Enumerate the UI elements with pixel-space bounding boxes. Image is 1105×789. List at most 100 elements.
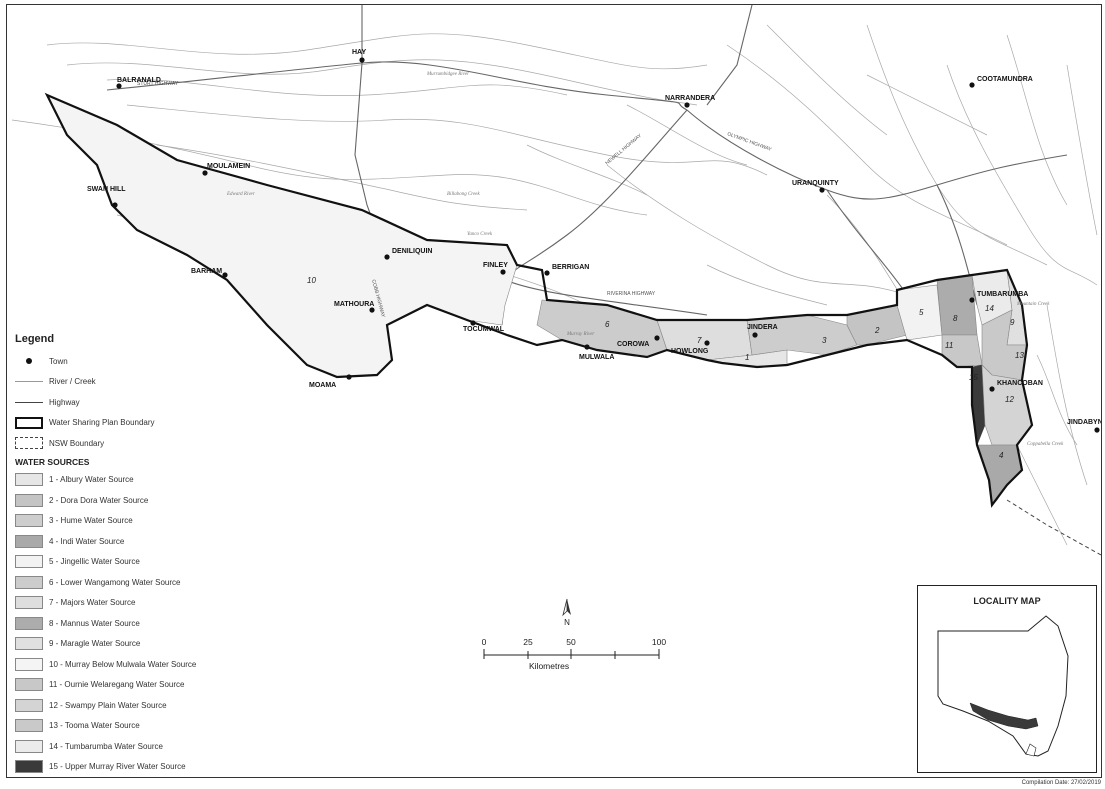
legend-water-source: 4 - Indi Water Source	[15, 531, 245, 552]
town-label: TOCUMWAL	[463, 326, 505, 333]
legend-label: River / Creek	[49, 377, 96, 387]
zone-number: 5	[919, 308, 924, 317]
town-label: KHANCOBAN	[997, 380, 1043, 387]
swatch-icon	[15, 534, 43, 548]
dashed-box-icon	[15, 437, 43, 450]
legend-label: 8 - Mannus Water Source	[49, 618, 140, 628]
zone-8-mannus	[936, 274, 978, 336]
highway-label: STURT HIGHWAY	[137, 81, 179, 87]
legend-water-source: 11 - Ournie Welaregang Water Source	[15, 675, 245, 696]
legend-water-source: 1 - Albury Water Source	[15, 470, 245, 491]
nsw-outline	[937, 615, 1069, 757]
town-dot	[369, 307, 375, 313]
legend-label: 10 - Murray Below Mulwala Water Source	[49, 659, 197, 669]
town-dot	[969, 297, 975, 303]
town-label: HOWLONG	[671, 348, 709, 355]
scale-bar-graphic	[483, 649, 660, 659]
legend-water-source: 14 - Tumbarumba Water Source	[15, 736, 245, 757]
river-label: Coppabella Creek	[1027, 442, 1064, 447]
zone-number: 10	[307, 276, 316, 285]
water-sources-list: 1 - Albury Water Source 2 - Dora Dora Wat…	[15, 470, 245, 778]
legend-title: Legend	[15, 333, 55, 345]
zone-number: 6	[605, 320, 610, 329]
town-label: URANQUINTY	[792, 180, 839, 187]
legend-item-town: Town	[15, 351, 245, 372]
river-label: Mountain Creek	[1016, 302, 1050, 307]
town-label: COROWA	[617, 341, 649, 348]
swatch-icon	[15, 596, 43, 610]
legend-label: Town	[49, 356, 68, 366]
highway-label: NEWELL HIGHWAY	[604, 133, 643, 167]
town-dot-icon	[26, 358, 32, 365]
zone-2-dora-dora	[846, 304, 908, 346]
town-label: BARHAM	[191, 268, 222, 275]
town-dot	[384, 254, 390, 260]
town-dot	[359, 57, 365, 63]
river-line-icon	[15, 381, 43, 383]
scale-tick-label: 50	[566, 637, 576, 647]
legend-item-highway: Highway	[15, 392, 245, 413]
town-label: SWAN HILL	[87, 186, 126, 193]
map-canvas: STURT HIGHWAY COBB HIGHWAY NEWELL HIGHWA…	[11, 5, 1101, 556]
legend: Legend Town River / Creek Highway Water …	[15, 333, 245, 777]
swatch-icon	[15, 473, 43, 487]
legend-water-source: 15 - Upper Murray River Water Source	[15, 757, 245, 778]
compilation-date: Compilation Date: 27/02/2019	[1021, 780, 1101, 786]
legend-water-source: 8 - Mannus Water Source	[15, 613, 245, 634]
legend-water-source: 2 - Dora Dora Water Source	[15, 490, 245, 511]
river-label: Edward River	[226, 192, 255, 197]
zone-number: 11	[945, 341, 953, 350]
town-dot	[684, 102, 690, 108]
legend-label: 1 - Albury Water Source	[49, 475, 134, 485]
river-label: Billabong Creek	[447, 192, 481, 197]
highway-line-icon	[15, 401, 43, 403]
swatch-icon	[15, 739, 43, 753]
zone-number: 2	[874, 326, 880, 335]
river-labels: Murrumbidgee River Edward River Billabon…	[226, 72, 1064, 447]
zone-number: 8	[953, 314, 958, 323]
river-label: Murray River	[566, 332, 594, 337]
town-dot	[1094, 427, 1100, 433]
town-label: MULWALA	[579, 354, 614, 361]
swatch-icon	[15, 493, 43, 507]
zone-number: 3	[822, 336, 827, 345]
town-dot	[819, 187, 825, 193]
swatch-icon	[15, 760, 43, 774]
swatch-icon	[15, 657, 43, 671]
water-sources-title: WATER SOURCES	[15, 456, 90, 467]
swatch-icon	[15, 719, 43, 733]
legend-label: 2 - Dora Dora Water Source	[49, 495, 149, 505]
town-dot	[222, 272, 228, 278]
legend-water-source: 13 - Tooma Water Source	[15, 716, 245, 737]
legend-label: 7 - Majors Water Source	[49, 598, 136, 608]
town-markers: BALRANALDHAYNARRANDERACOOTAMUNDRAMOULAME…	[87, 49, 1101, 433]
swatch-icon	[15, 637, 43, 651]
scale-bar: 0 25 50 100 Kilometres	[479, 603, 669, 673]
north-label: N	[564, 618, 570, 627]
zone-number: 9	[1010, 318, 1015, 327]
legend-water-source: 10 - Murray Below Mulwala Water Source	[15, 654, 245, 675]
town-label: TUMBARUMBA	[977, 291, 1028, 298]
swatch-icon	[15, 514, 43, 528]
swatch-icon	[15, 575, 43, 589]
town-dot	[544, 270, 550, 276]
zone-6-lower-wangamong	[536, 299, 668, 358]
river-label: Yanco Creek	[467, 232, 493, 237]
town-dot	[112, 202, 118, 208]
town-label: MATHOURA	[334, 301, 374, 308]
legend-label: 15 - Upper Murray River Water Source	[49, 762, 186, 772]
legend-water-source: 9 - Maragle Water Source	[15, 634, 245, 655]
town-dot	[989, 386, 995, 392]
legend-label: 12 - Swampy Plain Water Source	[49, 700, 167, 710]
legend-water-source: 5 - Jingellic Water Source	[15, 552, 245, 573]
town-dot	[116, 83, 122, 89]
town-dot	[704, 340, 710, 346]
town-label: BERRIGAN	[552, 264, 589, 271]
scale-tick-label: 25	[523, 637, 533, 647]
scale-tick-label: 0	[481, 637, 487, 647]
legend-label: 14 - Tumbarumba Water Source	[49, 741, 163, 751]
town-label: JINDABYNE	[1067, 419, 1101, 426]
zone-number: 12	[1005, 395, 1014, 404]
boundary-box-icon	[15, 416, 43, 429]
town-dot	[500, 269, 506, 275]
